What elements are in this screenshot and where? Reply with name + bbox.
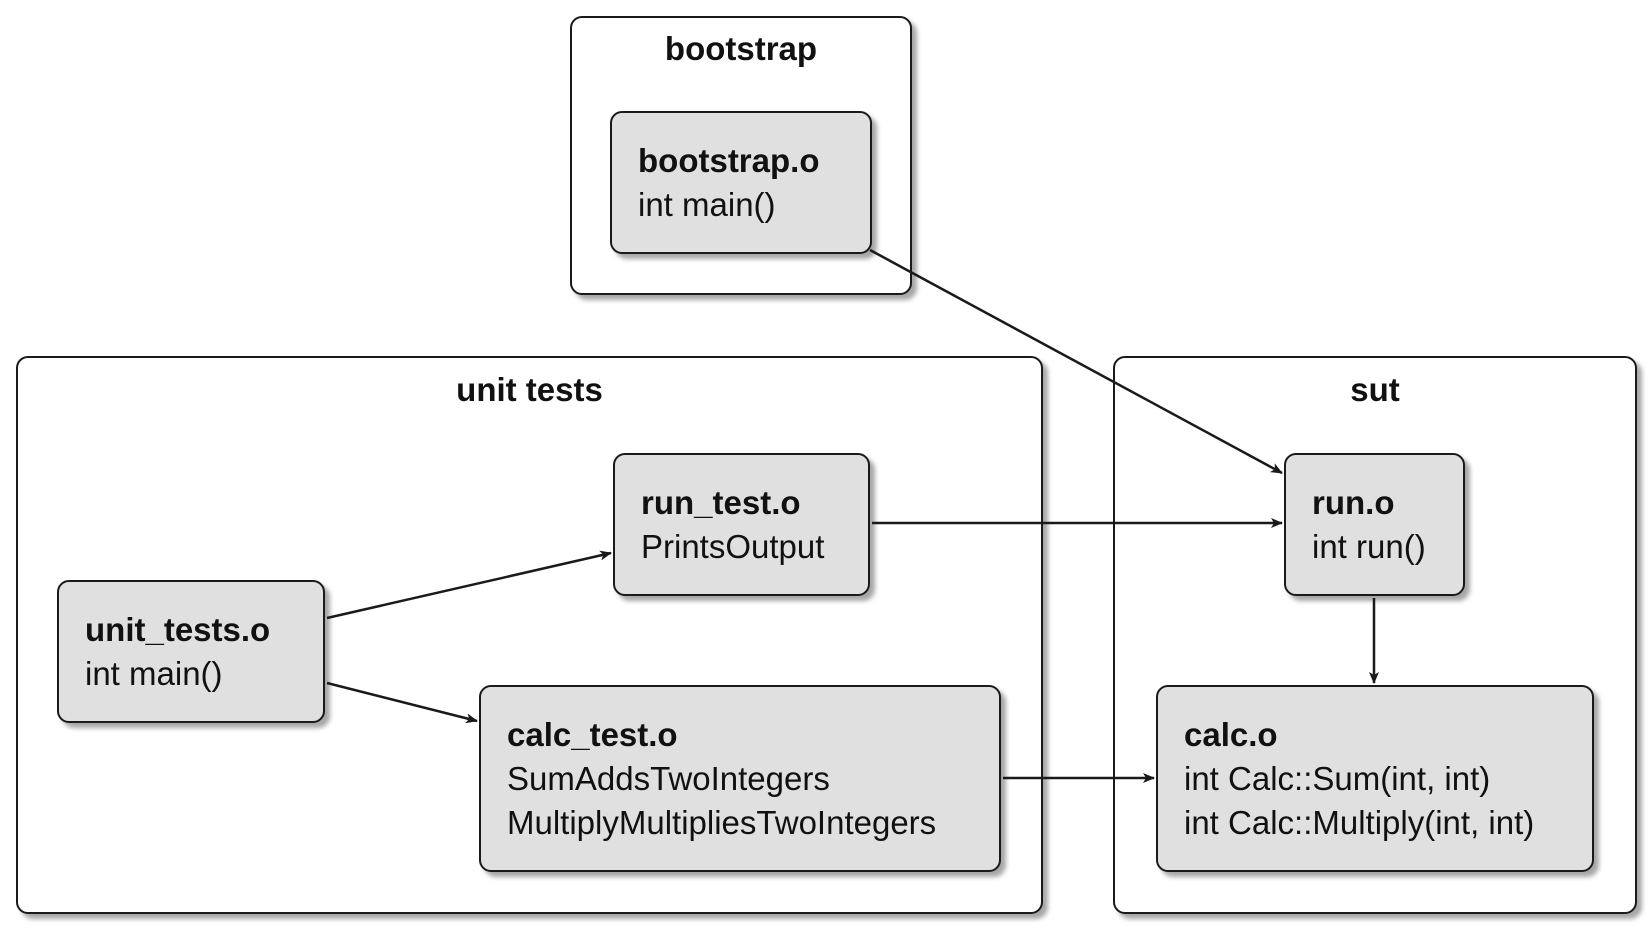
node-run-o-line: int run() bbox=[1312, 528, 1426, 565]
node-run-o: run.o int run() bbox=[1284, 453, 1465, 596]
node-calc-o-title: calc.o bbox=[1184, 716, 1278, 753]
node-calc-o-line-2: int Calc::Multiply(int, int) bbox=[1184, 804, 1535, 841]
node-calc-o: calc.o int Calc::Sum(int, int) int Calc:… bbox=[1156, 685, 1594, 872]
node-run-test-o-line: PrintsOutput bbox=[641, 528, 825, 565]
node-bootstrap-o: bootstrap.o int main() bbox=[610, 111, 872, 254]
node-run-test-o-title: run_test.o bbox=[641, 484, 801, 521]
node-calc-test-o: calc_test.o SumAddsTwoIntegers MultiplyM… bbox=[479, 685, 1001, 872]
node-calc-test-o-line-2: MultiplyMultipliesTwoIntegers bbox=[507, 804, 937, 841]
node-calc-test-o-title: calc_test.o bbox=[507, 716, 678, 753]
node-unit-tests-o: unit_tests.o int main() bbox=[57, 580, 325, 723]
node-calc-test-o-line-1: SumAddsTwoIntegers bbox=[507, 760, 830, 797]
node-unit-tests-o-line: int main() bbox=[85, 655, 223, 692]
node-bootstrap-o-line: int main() bbox=[638, 186, 776, 223]
node-run-o-title: run.o bbox=[1312, 484, 1395, 521]
node-unit-tests-o-title: unit_tests.o bbox=[85, 611, 271, 648]
node-calc-o-line-1: int Calc::Sum(int, int) bbox=[1184, 760, 1491, 797]
package-bootstrap-title: bootstrap bbox=[664, 30, 818, 67]
node-run-test-o: run_test.o PrintsOutput bbox=[613, 453, 870, 596]
node-bootstrap-o-title: bootstrap.o bbox=[638, 142, 820, 179]
package-sut-title: sut bbox=[1350, 371, 1400, 408]
package-unit-tests-title: unit tests bbox=[456, 371, 603, 408]
